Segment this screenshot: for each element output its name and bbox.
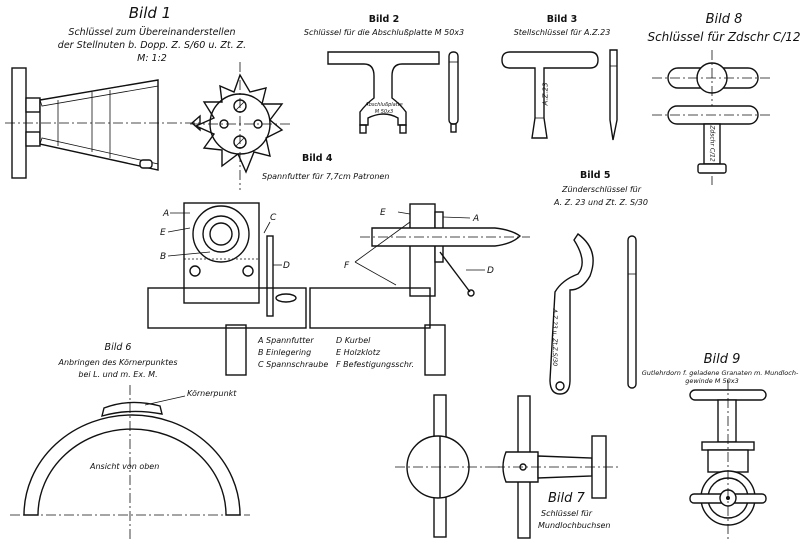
bild6-caption-line1: Anbringen des Körnerpunktes <box>58 358 178 367</box>
bild2-caption: Schlüssel für die Abschlußplatte M 50x3 <box>303 28 465 37</box>
legend-item: E Holzklotz <box>336 348 381 357</box>
bild3-number: Bild 3 <box>546 14 578 25</box>
bild1-scale: M: 1:2 <box>137 53 167 64</box>
bild3-engraving: A.Z.23 <box>541 82 550 106</box>
bild1-caption-line2: der Stellnuten b. Dopp. Z. S/60 u. Zt. Z… <box>57 40 247 51</box>
svg-text:A: A <box>472 214 479 224</box>
bild3-drawing <box>501 49 618 141</box>
svg-text:E: E <box>160 228 166 238</box>
legend-item: C Spannschraube <box>258 360 329 369</box>
bild6-pointer-label: Körnerpunkt <box>187 389 237 398</box>
bild6-caption-line2: bei L. und m. Ex. M. <box>78 370 158 379</box>
svg-text:D: D <box>283 261 290 271</box>
bild7-caption-line2: Mundlochbuchsen <box>538 521 611 530</box>
legend-item: D Kurbel <box>336 336 371 345</box>
svg-text:D: D <box>487 266 494 276</box>
bild7-number: Bild 7 <box>548 491 585 506</box>
bild1-number: Bild 1 <box>128 4 172 22</box>
bild5-engraving: A.Z.23 u. Zt.Z.S/30 <box>551 308 559 367</box>
svg-text:F: F <box>344 261 350 271</box>
bild2-drawing <box>327 51 459 134</box>
bild9-caption-line1: Gutlehrdorn f. geladene Granaten m. Mund… <box>641 369 799 377</box>
bild9-number: Bild 9 <box>703 352 741 367</box>
bild5-caption-line1: Zünderschlüssel für <box>562 185 642 194</box>
legend-item: F Befestigungsschr. <box>336 360 415 369</box>
svg-text:E: E <box>380 208 386 218</box>
bild1-drawing <box>5 67 201 179</box>
bild2-number: Bild 2 <box>368 14 400 25</box>
bild8-caption: Schlüssel für Zdschr C/12 <box>647 30 801 44</box>
svg-text:B: B <box>160 252 166 262</box>
bild2-engraving-line1: Abschlußplatte <box>365 102 403 108</box>
bild2-engraving-line2: M 50x3 <box>374 109 394 115</box>
bild6-view-label: Ansicht von oben <box>90 462 160 471</box>
bild4-chuck-mounted-side: E A F D <box>309 203 530 376</box>
bild8-number: Bild 8 <box>705 12 743 27</box>
bild5-caption-line2: A. Z. 23 und Zt. Z. S/30 <box>554 198 648 207</box>
bild7-caption-line1: Schlüssel für <box>541 509 593 518</box>
bild8-engraving: Zdschr C/12 <box>708 125 716 162</box>
legend-item: B Einlegering <box>258 348 312 357</box>
bild9-drawing <box>689 380 767 540</box>
bild4-chuck-front-view <box>190 62 292 190</box>
bild6-drawing <box>10 385 250 540</box>
bild1-caption-line1: Schlüssel zum Übereinanderstellen <box>68 27 236 38</box>
bild4-number: Bild 4 <box>302 153 333 164</box>
svg-text:C: C <box>270 213 277 223</box>
bild3-caption: Stellschlüssel für A.Z.23 <box>513 28 611 37</box>
svg-text:A: A <box>162 209 169 219</box>
legend-item: A Spannfutter <box>258 336 314 345</box>
bild6-number: Bild 6 <box>104 342 132 353</box>
bild4-caption: Spannfutter für 7,7cm Patronen <box>262 172 390 181</box>
bild5-drawing <box>549 233 637 395</box>
bild4-chuck-mounted-front: A E B C D <box>147 202 307 376</box>
bild8-drawing <box>652 50 770 185</box>
bild9-caption-line2: gewinde M 50x3 <box>685 377 739 385</box>
bild5-number: Bild 5 <box>580 170 611 181</box>
bild7-drawing <box>395 394 620 539</box>
